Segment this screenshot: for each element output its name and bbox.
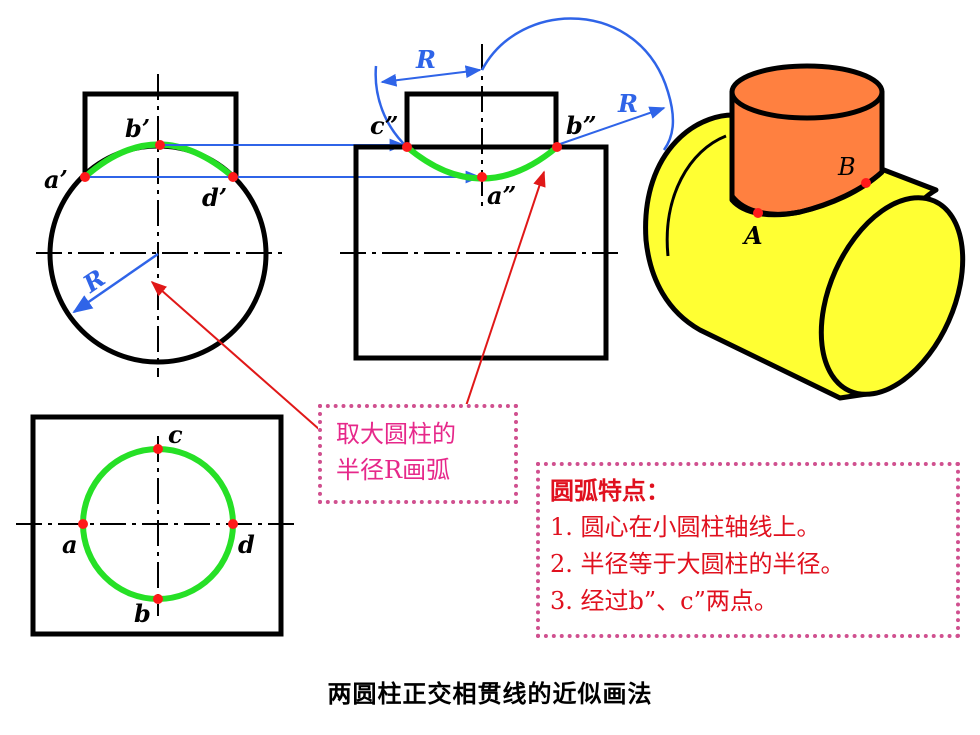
label-a-side: a” — [487, 181, 516, 210]
label-a-front: a’ — [44, 165, 68, 194]
top-large-rect — [30, 414, 284, 637]
point-B-iso — [861, 178, 871, 188]
construction-arc — [374, 65, 408, 148]
label-b-side: b” — [566, 111, 597, 140]
side-radius-label-right: R — [617, 89, 638, 118]
label-c-top: c — [168, 420, 183, 449]
label-b-top: b — [134, 599, 151, 628]
label-a-top: a — [62, 530, 78, 559]
leader-to-arc — [465, 170, 546, 407]
point-A-iso — [753, 208, 763, 218]
construction-arc-large — [480, 17, 675, 151]
front-small-cylinder — [82, 91, 239, 177]
point-a-front — [80, 172, 90, 182]
note-features-item-2: 2. 半径等于大圆柱的半径。 — [550, 550, 845, 578]
leader-to-center — [150, 280, 321, 431]
side-radius-dim-top — [380, 65, 482, 87]
point-b-top — [153, 594, 163, 604]
label-d-top: d — [238, 530, 255, 559]
side-radius-label-top: R — [415, 45, 436, 74]
front-view: R a’ b’ d’ — [36, 74, 482, 377]
figure-caption: 两圆柱正交相贯线的近似画法 — [327, 679, 653, 708]
note-features: 圆弧特点： 1. 圆心在小圆柱轴线上。 2. 半径等于大圆柱的半径。 3. 经过… — [536, 462, 960, 638]
label-b-front: b’ — [125, 114, 150, 143]
iso-intersection-curve — [730, 170, 884, 217]
front-radius-label: R — [77, 263, 111, 299]
note-features-title: 圆弧特点： — [550, 476, 670, 505]
label-c-side: c” — [370, 111, 398, 140]
point-b-side — [552, 142, 562, 152]
side-radius-dim-right — [559, 106, 666, 145]
note-radius-line1: 取大圆柱的 — [336, 420, 456, 448]
point-a-side — [477, 172, 487, 182]
iso-small-cylinder-top — [729, 63, 885, 121]
iso-body-shade — [665, 134, 727, 257]
front-radius-line — [72, 252, 159, 314]
top-view: a d c b — [16, 414, 298, 637]
point-d-front — [228, 172, 238, 182]
side-view: R R c” b” a” — [340, 17, 675, 361]
note-features-item-1: 1. 圆心在小圆柱轴线上。 — [550, 513, 821, 541]
isometric-view: A B — [643, 63, 966, 401]
point-b-front — [155, 140, 165, 150]
point-a-top — [78, 519, 88, 529]
label-A-iso: A — [742, 221, 763, 250]
iso-large-cylinder-end — [818, 195, 966, 397]
point-c-top — [153, 444, 163, 454]
label-d-front: d’ — [202, 183, 227, 212]
note-radius-line2: 半径R画弧 — [336, 456, 451, 484]
point-d-top — [228, 519, 238, 529]
point-c-side — [402, 142, 412, 152]
note-features-item-3: 3. 经过b”、c”两点。 — [550, 587, 778, 615]
label-B-iso: B — [837, 153, 856, 181]
note-radius: 取大圆柱的 半径R画弧 — [318, 404, 518, 504]
